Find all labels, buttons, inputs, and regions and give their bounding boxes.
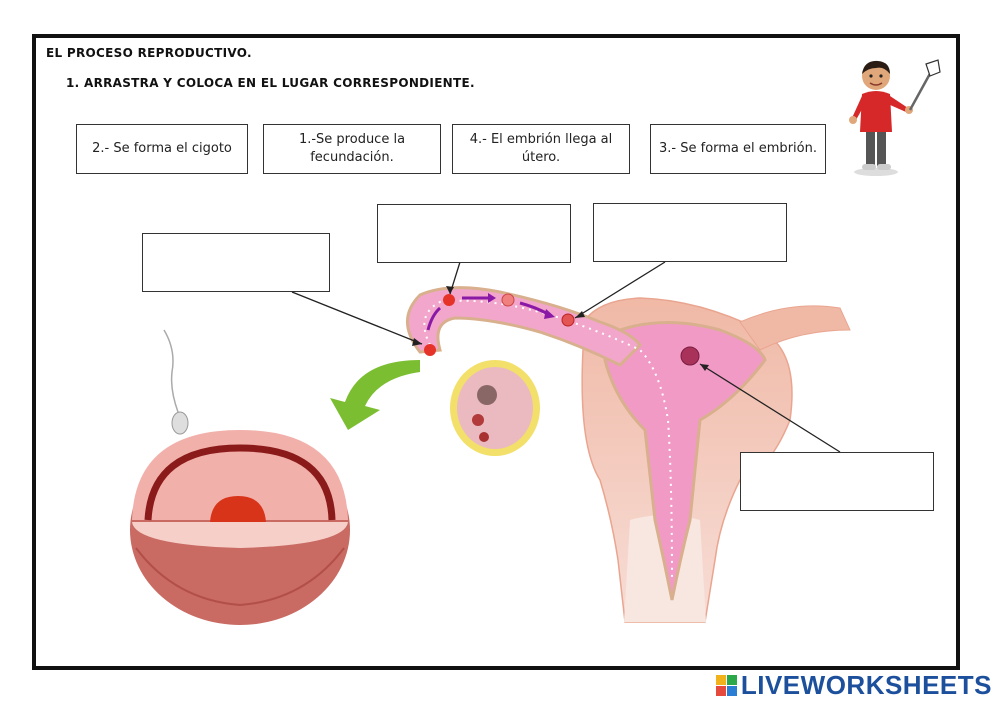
- drop-zone-embrion[interactable]: [593, 203, 787, 262]
- logo-tiles-icon: [715, 675, 737, 696]
- drag-card-label: 3.- Se forma el embrión.: [659, 141, 817, 157]
- drag-card-embrion-utero[interactable]: 4.- El embrión llega al útero.: [452, 124, 630, 174]
- drop-zone-cigoto[interactable]: [377, 204, 571, 263]
- drop-zone-fecundacion[interactable]: [142, 233, 330, 292]
- drag-card-cigoto[interactable]: 2.- Se forma el cigoto: [76, 124, 248, 174]
- teacher-illustration: [849, 59, 941, 176]
- drop-zone-utero[interactable]: [740, 452, 934, 511]
- drag-card-fecundacion[interactable]: 1.-Se produce la fecundación.: [263, 124, 441, 174]
- drag-card-embrion[interactable]: 3.- Se forma el embrión.: [650, 124, 826, 174]
- drag-card-label: 4.- El embrión llega al útero.: [469, 132, 613, 165]
- worksheet-title: EL PROCESO REPRODUCTIVO.: [46, 46, 252, 60]
- brand-name: LIVEWORKSHEETS: [740, 670, 992, 700]
- drag-card-label: 2.- Se forma el cigoto: [92, 141, 232, 157]
- instruction-text: 1. ARRASTRA Y COLOCA EN EL LUGAR CORRESP…: [66, 76, 475, 90]
- liveworksheets-logo: LIVEWORKSHEETS: [715, 670, 992, 701]
- drag-card-label: 1.-Se produce la fecundación.: [298, 132, 406, 165]
